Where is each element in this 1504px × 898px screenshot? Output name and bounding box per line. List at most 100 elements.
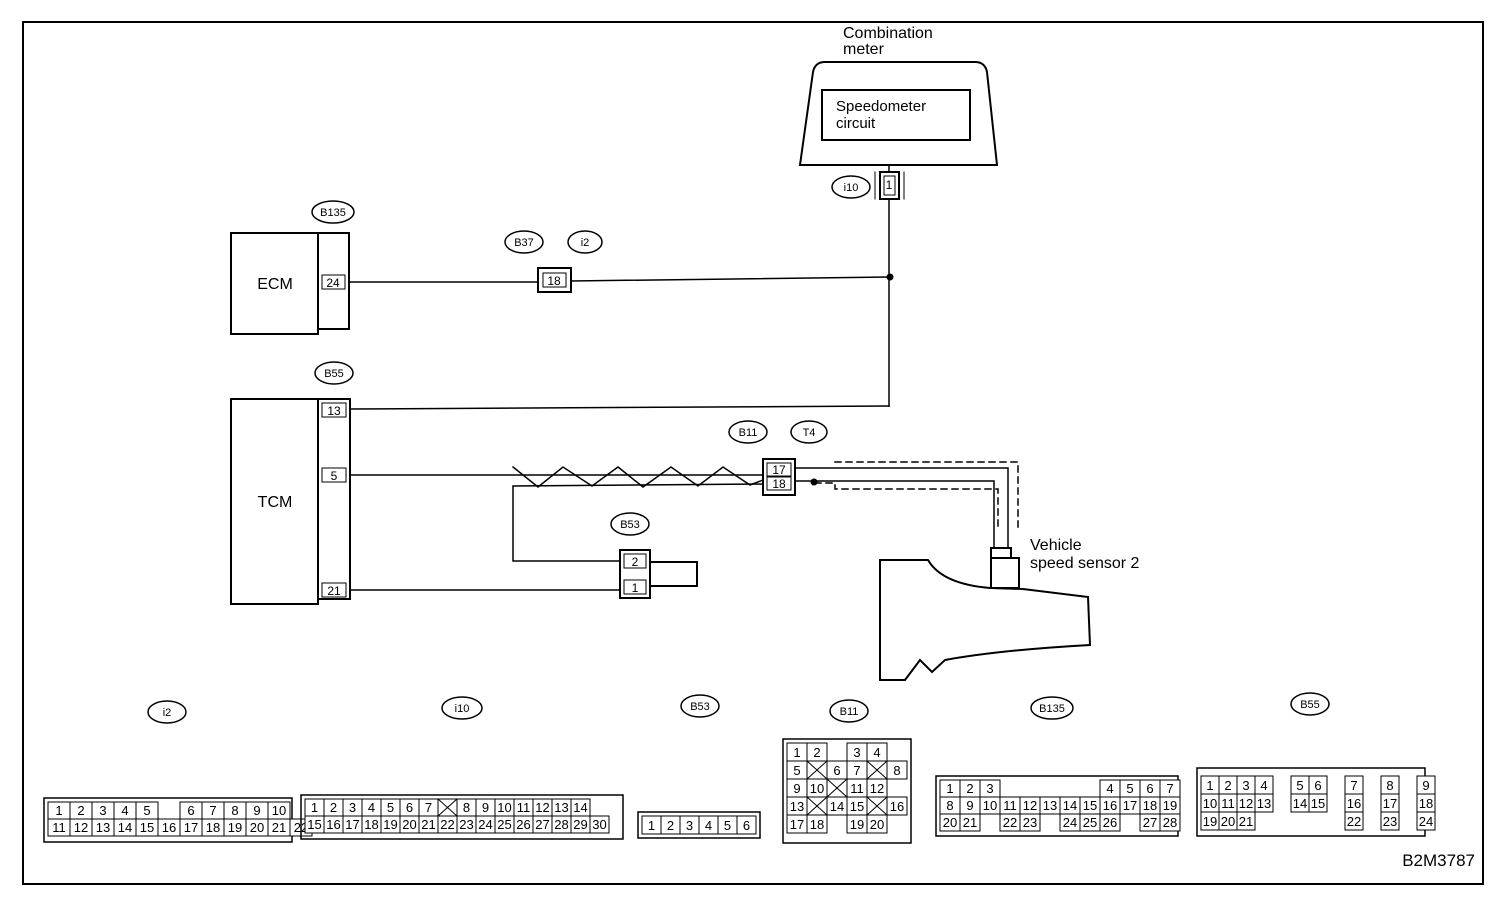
i10-pin-number: 17 — [345, 817, 359, 832]
legend-tag-b55 — [1290, 692, 1330, 716]
b135-cell — [1019, 813, 1041, 832]
b55-pin-number: 10 — [1203, 796, 1217, 811]
i10-pin-number: 13 — [554, 800, 568, 815]
b55-pin-number: 6 — [1314, 778, 1321, 793]
i10-pin-number: 5 — [387, 800, 394, 815]
b11-pin-number: 17 — [790, 817, 804, 832]
sensor-label-line1: Vehicle — [1030, 537, 1082, 554]
b11-pin-number: 19 — [850, 817, 864, 832]
b11-cell — [806, 814, 828, 834]
i10-pin-number: 26 — [516, 817, 530, 832]
b55-pin-number: 7 — [1350, 778, 1357, 793]
b135-pin-number: 22 — [1003, 815, 1017, 830]
b55-pin-number: 2 — [1224, 778, 1231, 793]
b55-pin-number: 12 — [1239, 796, 1253, 811]
tag-b11-text: B11 — [739, 427, 758, 439]
i10-pin-cell — [883, 175, 896, 196]
b53-pin-number: 6 — [743, 818, 750, 833]
b55-pin-13-cell — [321, 402, 347, 418]
i10-pin-number: 1 — [311, 800, 318, 815]
diagram-frame — [22, 21, 1484, 885]
b11-pin-number: 11 — [850, 781, 864, 796]
tag-b55 — [314, 361, 354, 385]
tcm-label: TCM — [258, 494, 293, 511]
b11-pin-number: 16 — [890, 799, 904, 814]
b11-pin-number: 9 — [793, 781, 800, 796]
i2-pin-number: 7 — [209, 803, 216, 818]
sensor-body — [990, 557, 1020, 589]
joint-pin-cell — [542, 272, 567, 288]
tag-b55-text: B55 — [324, 368, 344, 380]
b55-pin-number: 18 — [1419, 796, 1433, 811]
i2-pin-number: 3 — [99, 803, 106, 818]
b11-cell — [886, 760, 908, 780]
i10-pin-number: 16 — [326, 817, 340, 832]
b11-t4-connector: B11 T4 17 18 — [728, 420, 828, 496]
b135-pin-number: 8 — [946, 798, 953, 813]
vehicle-speed-sensor: Vehicle speed sensor 2 — [879, 537, 1140, 681]
b135-pin-number: 3 — [986, 781, 993, 796]
b11-cell — [886, 796, 908, 816]
b11-pin-number: 7 — [853, 763, 860, 778]
tag-t4 — [790, 420, 828, 444]
b53-pin-2: 2 — [632, 555, 639, 569]
i2-pin-number: 6 — [187, 803, 194, 818]
connector-legend: i2 i10 B53 B11 B135 B55 — [147, 692, 1330, 724]
i10-pin-number: 10 — [497, 800, 511, 815]
b53-box — [619, 549, 651, 599]
b135-pin-number: 27 — [1143, 815, 1157, 830]
tag-b135 — [311, 200, 355, 224]
i10-pin-number: 12 — [535, 800, 549, 815]
b11-pin-number: 20 — [870, 817, 884, 832]
tag-i10 — [831, 175, 871, 199]
i2-pin-number: 18 — [206, 820, 220, 835]
b11-pin-number: 14 — [830, 799, 844, 814]
meter-title-line2: meter — [843, 41, 885, 58]
b135-pin-number: 19 — [1163, 798, 1177, 813]
tag-i2-text: i2 — [581, 237, 590, 249]
b55-cell — [1380, 811, 1400, 831]
i10-pin-number: 9 — [482, 800, 489, 815]
i2-pin-number: 9 — [253, 803, 260, 818]
b11-face-outline — [782, 738, 912, 844]
b11-pin-number: 5 — [793, 763, 800, 778]
shield-dash-outer — [834, 461, 1019, 531]
b55-pin-number: 20 — [1221, 814, 1235, 829]
b55-pin-number: 1 — [1206, 778, 1213, 793]
tag-t4-text: T4 — [803, 427, 816, 439]
b53-face-outline — [637, 811, 761, 839]
b55-pin-number: 5 — [1296, 778, 1303, 793]
b53-pin-2-cell — [623, 553, 647, 569]
b55-pin-number: 24 — [1419, 814, 1433, 829]
legend-tag-i10 — [441, 696, 483, 720]
legend-tag-b53 — [680, 694, 720, 718]
i2-pin-number: 11 — [52, 820, 66, 835]
i2-pin-number: 13 — [96, 820, 110, 835]
i2-pin-number: 1 — [55, 803, 62, 818]
b135-pin-number: 12 — [1023, 798, 1037, 813]
b55-pin-number: 13 — [1257, 796, 1271, 811]
b11-blank-cross — [866, 796, 888, 816]
figure-id: B2M3787 — [1402, 851, 1475, 870]
b135-pin-number: 2 — [966, 781, 973, 796]
b135-pin-cell — [321, 274, 346, 290]
legend-i2-text: i2 — [163, 707, 172, 719]
i2-pin-number: 2 — [77, 803, 84, 818]
b135-cell — [1099, 813, 1121, 832]
b53-pin-1-cell — [623, 579, 647, 595]
i10-pin-number: 3 — [349, 800, 356, 815]
speedometer-circuit-box — [821, 89, 971, 141]
b11-pin-17: 17 — [772, 463, 786, 477]
b55-cell — [1236, 811, 1256, 831]
tcm-module: TCM 13 5 21 B55 — [230, 361, 354, 605]
b11-pin-number: 15 — [850, 799, 864, 814]
b11-pin-17-cell — [766, 462, 792, 477]
i10-pin-number: 29 — [573, 817, 587, 832]
b53-pin-number: 4 — [705, 818, 712, 833]
i2-pin-number: 8 — [231, 803, 238, 818]
tag-b37 — [504, 230, 544, 254]
b55-pin-number: 21 — [1239, 814, 1253, 829]
